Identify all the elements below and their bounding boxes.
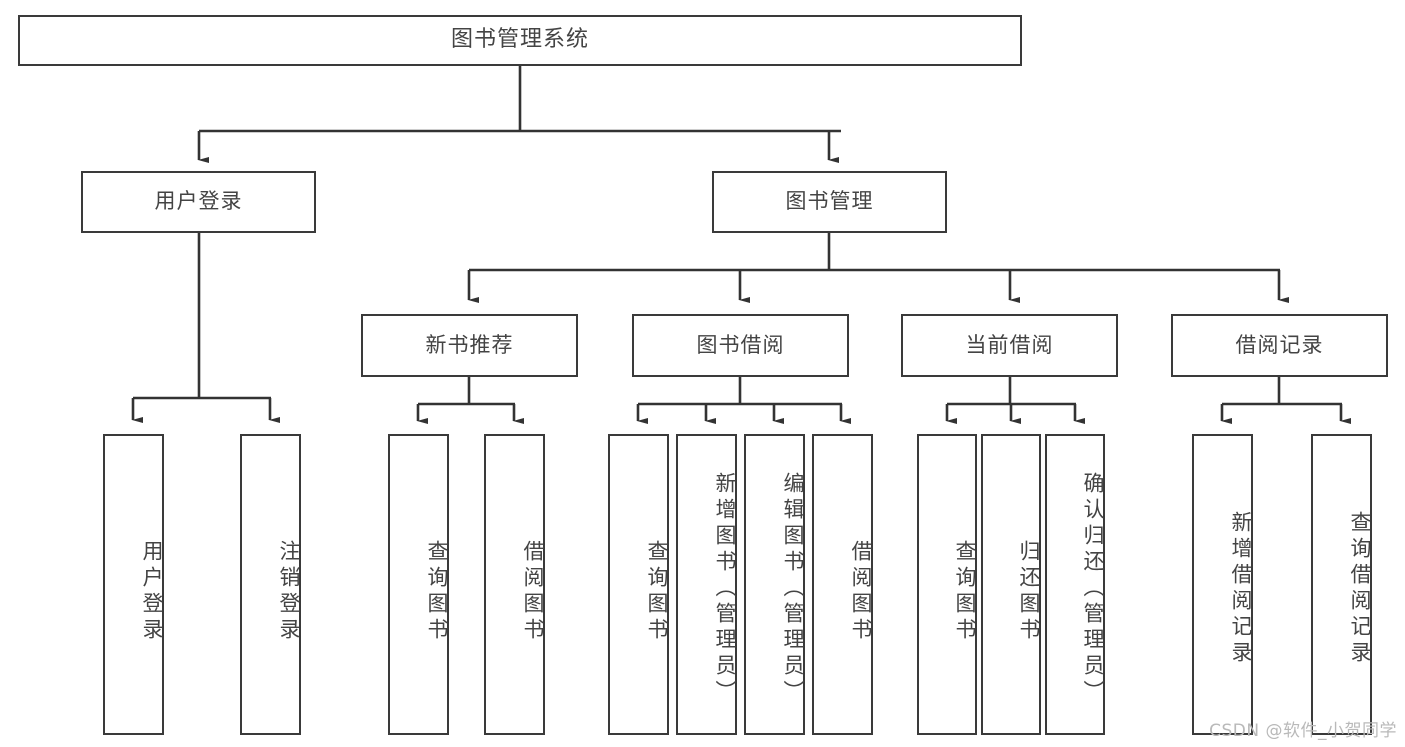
node-borrowing-records[interactable]: 借阅记录 [1171, 314, 1388, 377]
leaf-borrow-book-recommendation[interactable]: 借阅图书 [484, 434, 545, 735]
node-label: 图书管理系统 [450, 27, 589, 53]
node-user-login[interactable]: 用户登录 [81, 171, 316, 233]
node-label: 用户登录 [140, 539, 164, 644]
node-new-book-recommendation[interactable]: 新书推荐 [361, 314, 578, 377]
leaf-logout-login[interactable]: 注销登录 [240, 434, 301, 735]
node-label: 查询图书 [953, 539, 977, 644]
node-current-borrowing[interactable]: 当前借阅 [901, 314, 1118, 377]
leaf-query-borrowing-record[interactable]: 查询借阅记录 [1311, 434, 1372, 735]
node-label: 当前借阅 [965, 332, 1054, 357]
node-label: 借阅图书 [849, 539, 873, 644]
leaf-return-book[interactable]: 归还图书 [981, 434, 1041, 735]
node-label: 查询图书 [425, 539, 449, 644]
leaf-query-book-borrowing[interactable]: 查询图书 [608, 434, 669, 735]
node-label: 新增图书（管理员） [713, 471, 737, 706]
node-book-management[interactable]: 图书管理 [712, 171, 947, 233]
node-label: 查询图书 [645, 539, 669, 644]
node-label: 新书推荐 [425, 332, 514, 357]
leaf-user-login[interactable]: 用户登录 [103, 434, 164, 735]
node-label: 编辑图书（管理员） [781, 471, 805, 706]
leaf-edit-book-admin[interactable]: 编辑图书（管理员） [744, 434, 805, 735]
node-label: 借阅图书 [521, 539, 545, 644]
node-label: 确认归还（管理员） [1081, 471, 1105, 706]
node-label: 归还图书 [1017, 539, 1041, 644]
node-label: 新增借阅记录 [1229, 510, 1253, 667]
leaf-query-book-recommendation[interactable]: 查询图书 [388, 434, 449, 735]
node-label: 注销登录 [277, 539, 301, 644]
csdn-watermark: CSDN @软件_小贺同学 [1209, 721, 1397, 741]
leaf-add-book-admin[interactable]: 新增图书（管理员） [676, 434, 737, 735]
leaf-confirm-return-admin[interactable]: 确认归还（管理员） [1045, 434, 1105, 735]
leaf-add-borrowing-record[interactable]: 新增借阅记录 [1192, 434, 1253, 735]
leaf-query-book-current[interactable]: 查询图书 [917, 434, 977, 735]
node-label: 图书借阅 [696, 332, 785, 357]
node-label: 查询借阅记录 [1348, 510, 1372, 667]
leaf-borrow-book-borrowing[interactable]: 借阅图书 [812, 434, 873, 735]
node-label: 图书管理 [785, 189, 874, 214]
node-root-system[interactable]: 图书管理系统 [18, 15, 1022, 66]
node-label: 用户登录 [154, 189, 243, 214]
node-book-borrowing[interactable]: 图书借阅 [632, 314, 849, 377]
node-label: 借阅记录 [1235, 332, 1324, 357]
